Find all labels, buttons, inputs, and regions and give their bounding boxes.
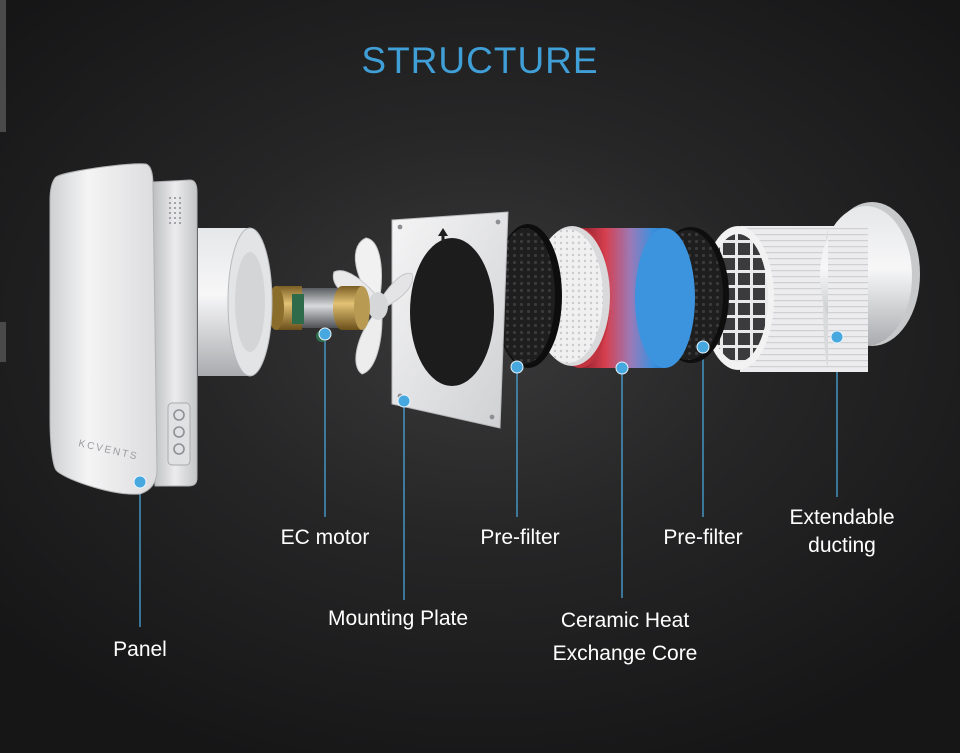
ec-motor-art [268, 286, 370, 342]
label-ducting: Extendable ducting [772, 504, 912, 560]
marker-ec-motor [318, 327, 332, 341]
label-pre-filter-2: Pre-filter [663, 526, 743, 549]
pre-filter-1-art [494, 224, 562, 368]
left-edge-tab-top [0, 0, 6, 132]
mounting-plate-art [391, 211, 509, 429]
label-pre-filter-1: Pre-filter [480, 526, 560, 549]
label-mounting-plate: Mounting Plate [327, 607, 469, 630]
marker-pre-filter-2 [696, 340, 710, 354]
marker-panel [133, 475, 147, 489]
label-ducting-line1: Extendable [789, 506, 895, 529]
marker-ceramic-core [615, 361, 629, 375]
marker-ducting [830, 330, 844, 344]
label-panel: Panel [113, 638, 167, 661]
label-ceramic-core: Ceramic Heat Exchange Core [525, 604, 725, 670]
front-panel-art: KCVENTS [49, 163, 158, 495]
marker-pre-filter-1 [510, 360, 524, 374]
label-ec-motor: EC motor [280, 526, 370, 549]
label-ceramic-core-line1: Ceramic Heat [560, 609, 690, 632]
panel-body-art [152, 179, 198, 487]
diagram-title: STRUCTURE [361, 40, 599, 81]
marker-mounting-plate [397, 394, 411, 408]
left-edge-tab-bottom [0, 322, 6, 362]
motor-housing-art [198, 227, 273, 377]
extendable-ducting-art [702, 202, 920, 372]
callout-markers [133, 327, 844, 489]
label-ceramic-core-line2: Exchange Core [552, 642, 698, 665]
label-ducting-line2: ducting [808, 534, 876, 557]
